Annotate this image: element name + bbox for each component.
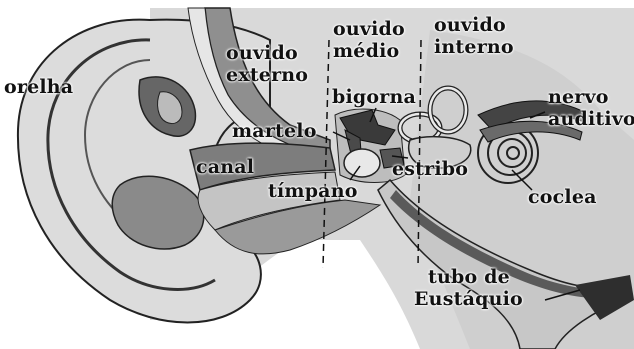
- label-ouvido-externo: ouvido externo: [226, 42, 308, 86]
- label-line: interno: [434, 36, 514, 58]
- label-martelo: martelo: [232, 120, 317, 142]
- label-text: martelo: [232, 120, 317, 142]
- label-line: auditivo: [548, 108, 634, 130]
- label-line: ouvido: [434, 14, 514, 36]
- label-orelha: orelha: [4, 76, 73, 98]
- label-bigorna: bigorna: [332, 86, 416, 108]
- label-text: tímpano: [268, 180, 358, 202]
- label-line: ouvido: [333, 18, 405, 40]
- tympanic-membrane: [344, 149, 380, 177]
- label-ouvido-interno: ouvido interno: [434, 14, 514, 58]
- label-line: Eustáquio: [414, 288, 523, 310]
- label-text: estribo: [392, 158, 468, 180]
- label-coclea: coclea: [528, 186, 597, 208]
- label-canal: canal: [196, 156, 254, 178]
- label-line: ouvido: [226, 42, 308, 64]
- label-text: bigorna: [332, 86, 416, 108]
- label-estribo: estribo: [392, 158, 468, 180]
- label-ouvido-medio: ouvido médio: [333, 18, 405, 62]
- label-tubo-de-eustaquio: tubo de Eustáquio: [414, 266, 523, 310]
- label-nervo-auditivo: nervo auditivo: [548, 86, 634, 130]
- label-text: canal: [196, 156, 254, 178]
- label-line: externo: [226, 64, 308, 86]
- label-text: coclea: [528, 186, 597, 208]
- label-line: médio: [333, 40, 405, 62]
- label-timpano: tímpano: [268, 180, 358, 202]
- label-line: nervo: [548, 86, 634, 108]
- label-text: orelha: [4, 76, 73, 98]
- label-line: tubo de: [414, 266, 523, 288]
